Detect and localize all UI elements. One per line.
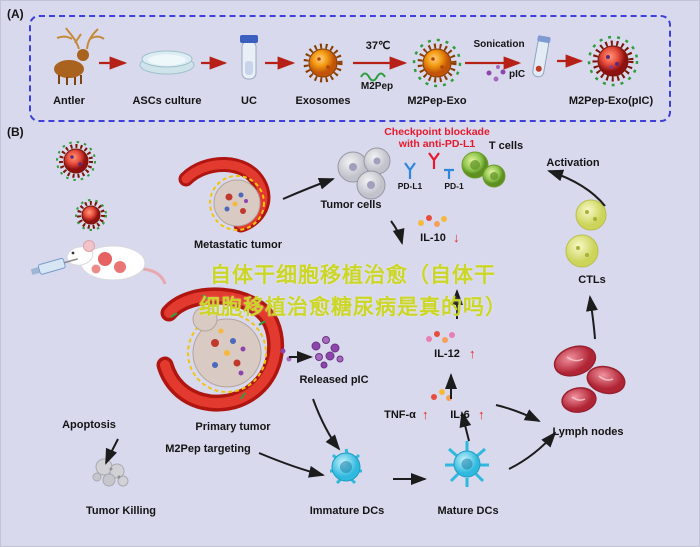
il10-cytokine-dots-icon (418, 215, 447, 227)
pd-1-label: PD-1 (444, 181, 464, 191)
lymph-nodes-icon (553, 345, 626, 413)
virus-particle-icon (56, 141, 96, 181)
uc-label: UC (241, 95, 257, 107)
apoptosis-label: Apoptosis (62, 419, 116, 431)
virus-particle-icon (75, 199, 107, 231)
il10-label: IL-10 (420, 232, 446, 244)
pic-label: pIC (509, 69, 526, 80)
anti-pd-l1-antibody-icon (428, 152, 440, 169)
ascs-culture-label: ASCs culture (132, 95, 202, 107)
ctls-label: CTLs (578, 274, 606, 286)
sonication-label: Sonication (473, 39, 525, 50)
antler-label: Antler (53, 95, 85, 107)
primary-tumor-icon (156, 287, 292, 412)
pd-l1-icon (404, 162, 416, 179)
checkpoint-blockade-label: Checkpoint blockade (384, 126, 490, 138)
panel-a-arrows (99, 54, 584, 70)
t-cells-icon (461, 151, 506, 188)
il6-up-arrow: ↑ (478, 407, 485, 422)
t-cells-label: T cells (488, 140, 524, 152)
m2pep-label: M2Pep (360, 81, 394, 92)
ctl-cells-icon (565, 199, 607, 268)
m2pep-exo-label: M2Pep-Exo (407, 95, 467, 107)
activation-label: Activation (546, 157, 600, 169)
tumor-cells-icon (337, 147, 391, 200)
il6-label: IL-6 (450, 409, 470, 421)
watermark-line1: 自体干细胞移植治愈（自体干 (210, 264, 496, 287)
panel-b-tag: (B) (7, 125, 24, 139)
mature-dc-icon (445, 441, 489, 487)
released-pic-label: Released pIC (299, 374, 369, 386)
immature-dc-icon (330, 448, 362, 485)
primary-tumor-label: Primary tumor (195, 421, 271, 433)
pd-1-icon (444, 168, 454, 179)
m2pep-squiggle-icon (360, 72, 386, 82)
pd-l1-label: PD-L1 (397, 181, 423, 191)
mature-dcs-label: Mature DCs (437, 505, 499, 517)
anti-pd-l1-label: with anti-PD-L1 (398, 138, 476, 150)
mouse-icon (66, 240, 167, 285)
il12-label: IL-12 (434, 348, 460, 360)
immature-dcs-label: Immature DCs (309, 505, 385, 517)
exosomes-label: Exosomes (295, 95, 351, 107)
watermark-line2: 细胞移植治愈糖尿病是真的吗） (199, 296, 507, 319)
released-pic-dots-icon (311, 336, 344, 369)
deer-icon (54, 27, 105, 85)
tnf-up-arrow: ↑ (422, 407, 429, 422)
sonication-tube-icon (532, 35, 551, 78)
il12-up-arrow: ↑ (469, 346, 476, 361)
lymph-nodes-label: Lymph nodes (552, 426, 624, 438)
panel-a-box (29, 15, 671, 122)
uc-tube-icon (240, 35, 258, 80)
m2pep-exo-icon (412, 38, 462, 88)
il12-cytokine-dots-icon (426, 331, 455, 343)
tumor-killing-icon (92, 458, 129, 487)
m2pep-exo-pic-icon (587, 35, 639, 87)
petri-dish-icon (139, 50, 195, 75)
metastatic-tumor-label: Metastatic tumor (193, 239, 283, 251)
tnf-label: TNF-α (384, 409, 416, 421)
tnf-il6-cytokine-dots-icon (431, 389, 452, 401)
m2pep-targeting-label: M2Pep targeting (165, 443, 251, 455)
syringe-icon (30, 257, 78, 275)
flow-arrows (105, 169, 606, 485)
m2pep-exo-pic-label: M2Pep-Exo(pIC) (568, 95, 654, 107)
panel-a-tag: (A) (7, 7, 24, 21)
tumor-killing-label: Tumor Killing (85, 505, 157, 517)
tumor-cells-label: Tumor cells (320, 199, 382, 211)
exosome-icon (303, 43, 343, 83)
temperature-label: 37℃ (365, 40, 391, 52)
pic-dots-icon (486, 65, 506, 82)
metastatic-tumor-icon (178, 157, 271, 233)
il10-down-arrow: ↓ (453, 230, 460, 245)
